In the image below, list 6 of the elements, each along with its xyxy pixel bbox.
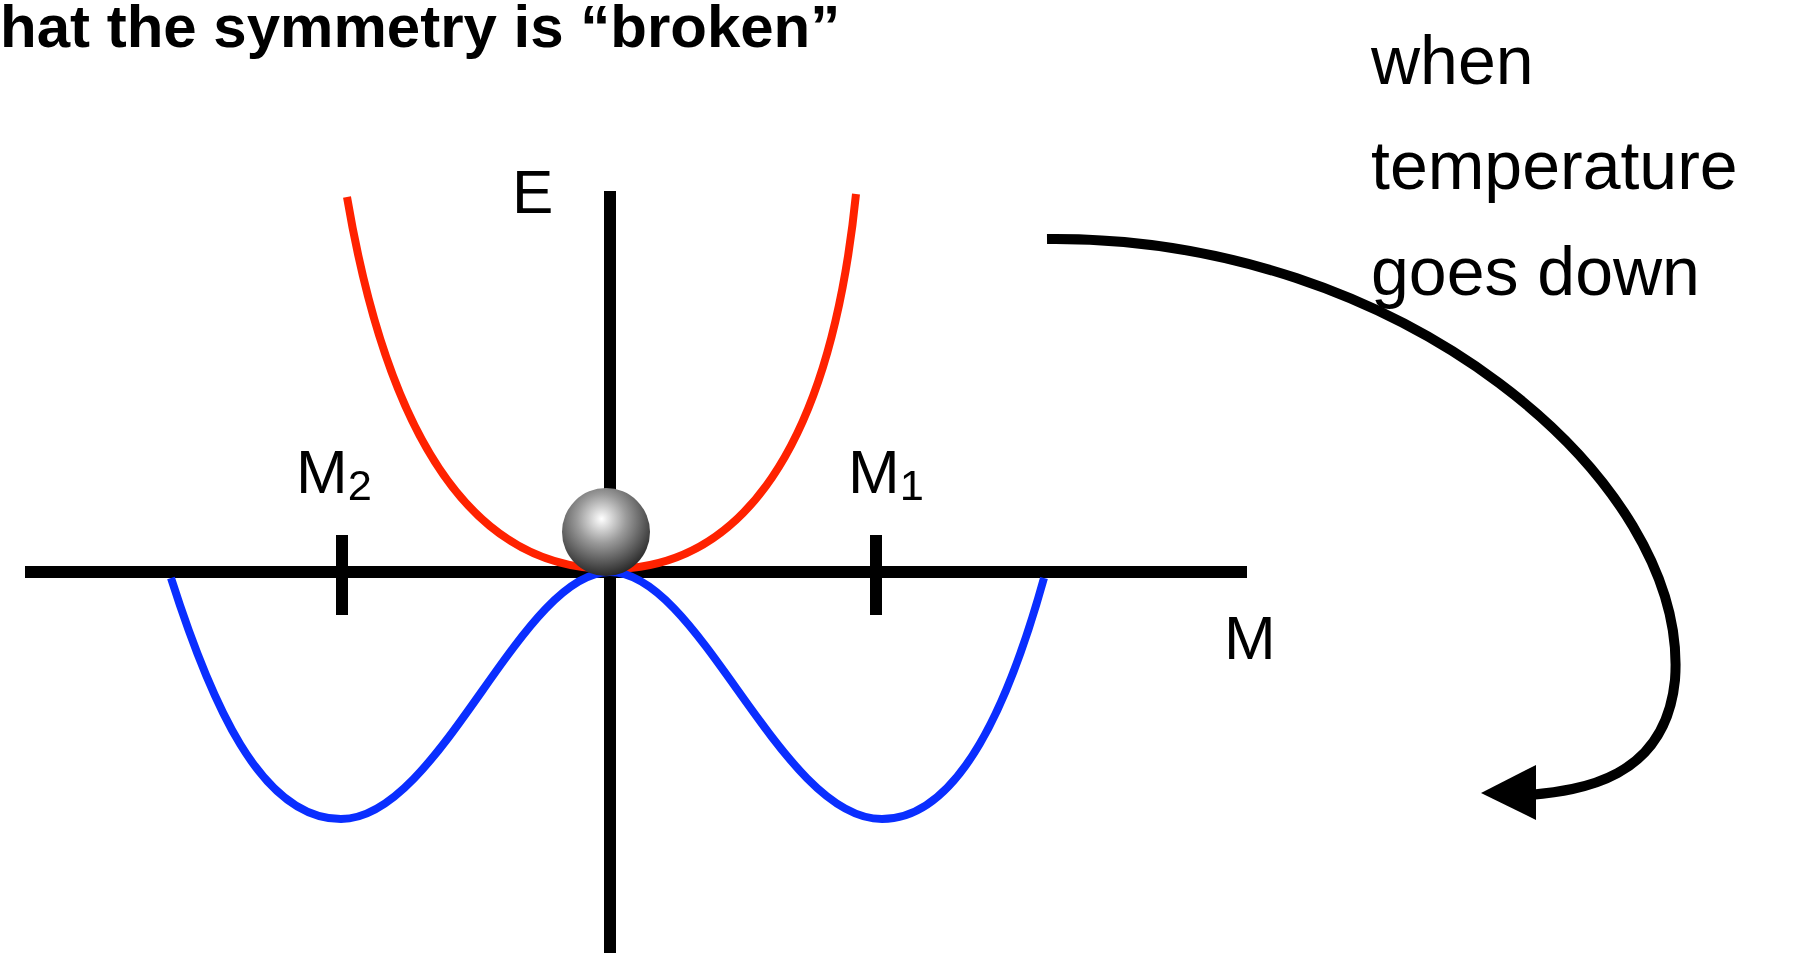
axis-label: M$_{2}$ xyxy=(296,438,372,510)
annotation-text: when temperature goes down xyxy=(1371,21,1739,311)
axis-label: E xyxy=(512,158,554,227)
title: hat the symmetry is “broken” xyxy=(0,0,841,60)
axis-label: M xyxy=(1224,604,1276,673)
axis-label: M$_{1}$ xyxy=(848,438,924,510)
